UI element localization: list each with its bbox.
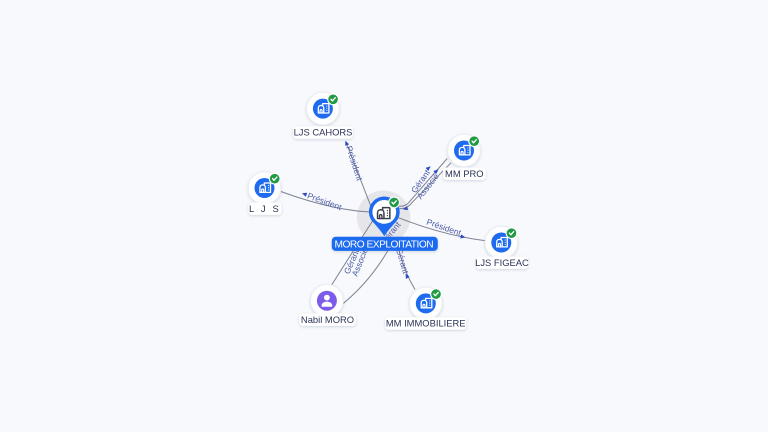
svg-text:MORO EXPLOITATION: MORO EXPLOITATION: [334, 240, 433, 251]
svg-text:MM PRO: MM PRO: [445, 168, 484, 179]
svg-text:MM IMMOBILIERE: MM IMMOBILIERE: [386, 318, 466, 329]
svg-text:Nabil MORO: Nabil MORO: [301, 314, 354, 325]
svg-text:LJS FIGEAC: LJS FIGEAC: [475, 257, 529, 268]
svg-text:L J S: L J S: [249, 203, 281, 214]
svg-text:LJS CAHORS: LJS CAHORS: [294, 127, 353, 138]
